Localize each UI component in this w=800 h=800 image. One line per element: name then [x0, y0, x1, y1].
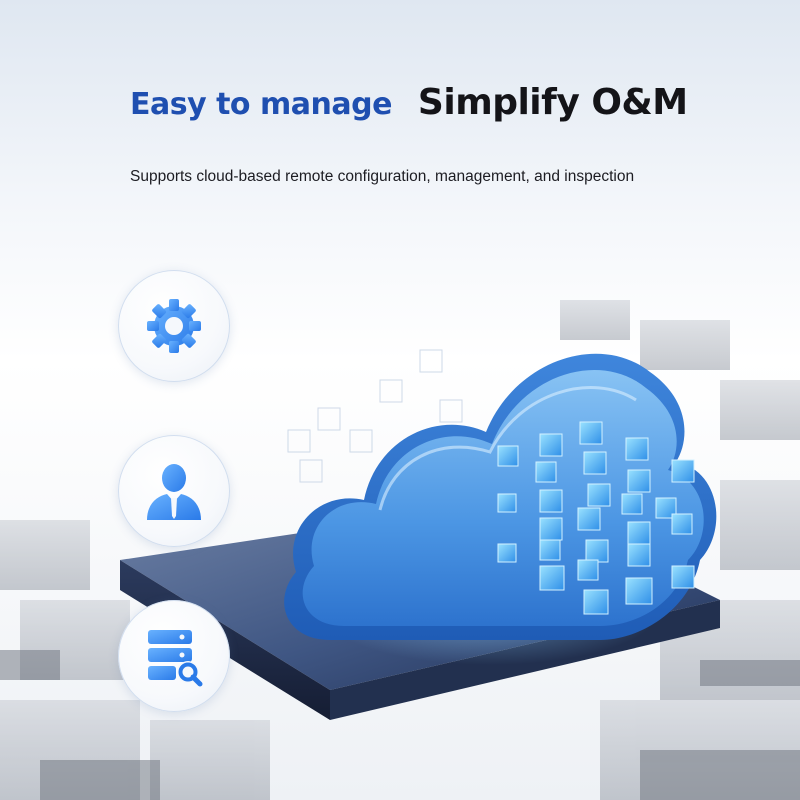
page-title: Simplify O&M [417, 82, 688, 123]
gear-icon [147, 299, 201, 353]
feature-configuration [118, 270, 230, 382]
feature-inspection [118, 600, 230, 712]
headline-highlight: Easy to manage [130, 87, 392, 122]
server-search-icon [148, 630, 203, 687]
headline: Easy to manage Simplify O&M [130, 82, 688, 123]
user-icon [147, 464, 201, 520]
page-subtitle: Supports cloud-based remote configuratio… [130, 168, 635, 185]
feature-management [118, 435, 230, 547]
